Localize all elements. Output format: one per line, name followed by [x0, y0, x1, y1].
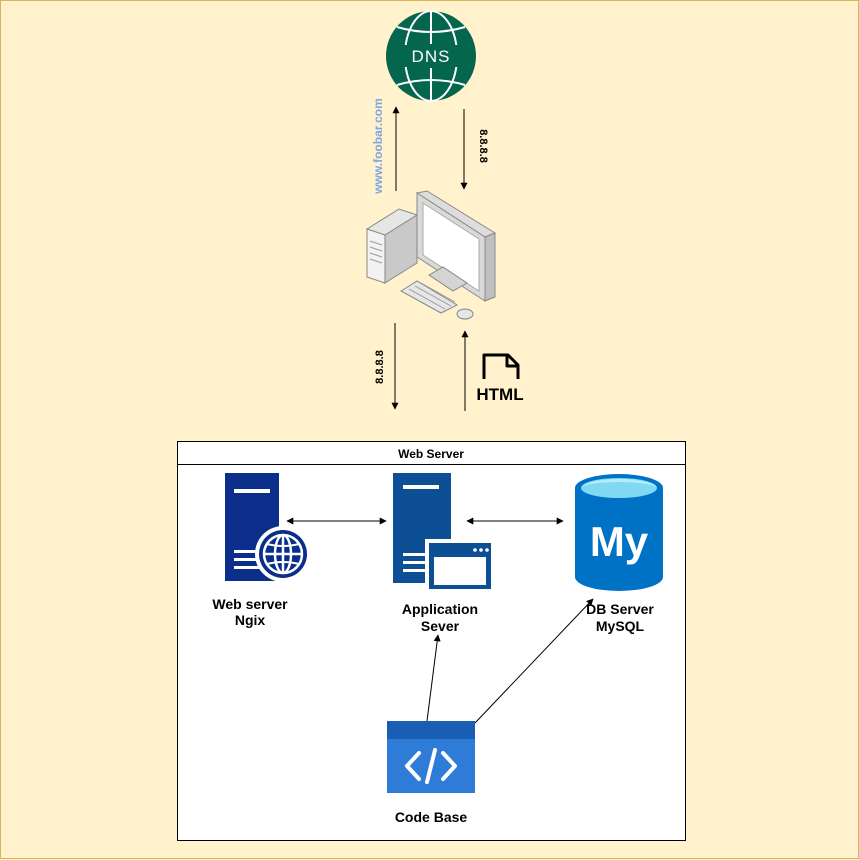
code-base-icon	[387, 721, 475, 793]
app-label-line2: Sever	[421, 618, 460, 634]
nginx-label-line1: Web server	[212, 596, 288, 612]
dns-label: DNS	[412, 47, 451, 66]
web-server-title: Web Server	[398, 447, 464, 461]
desktop-computer-icon	[365, 190, 497, 320]
nginx-server-icon	[225, 473, 311, 582]
code-base-label: Code Base	[395, 809, 468, 825]
html-document-icon: HTML	[476, 353, 524, 404]
application-server-icon	[393, 473, 495, 593]
request-label: 8.8.8.8	[374, 350, 386, 384]
html-label: HTML	[476, 385, 523, 404]
dns-icon: DNS	[386, 10, 476, 102]
mysql-database-icon: My	[575, 474, 663, 591]
code-to-db-arrow	[474, 598, 594, 724]
dns-query-label: www.foobar.com	[371, 98, 385, 195]
mysql-logo: My	[590, 518, 649, 565]
db-label-line1: DB Server	[586, 601, 654, 617]
nginx-label-line2: Ngix	[235, 612, 266, 628]
dns-answer-label: 8.8.8.8	[477, 129, 489, 163]
app-label-line1: Application	[402, 601, 478, 617]
code-to-app-arrow	[426, 634, 441, 722]
db-label-line2: MySQL	[596, 618, 645, 634]
